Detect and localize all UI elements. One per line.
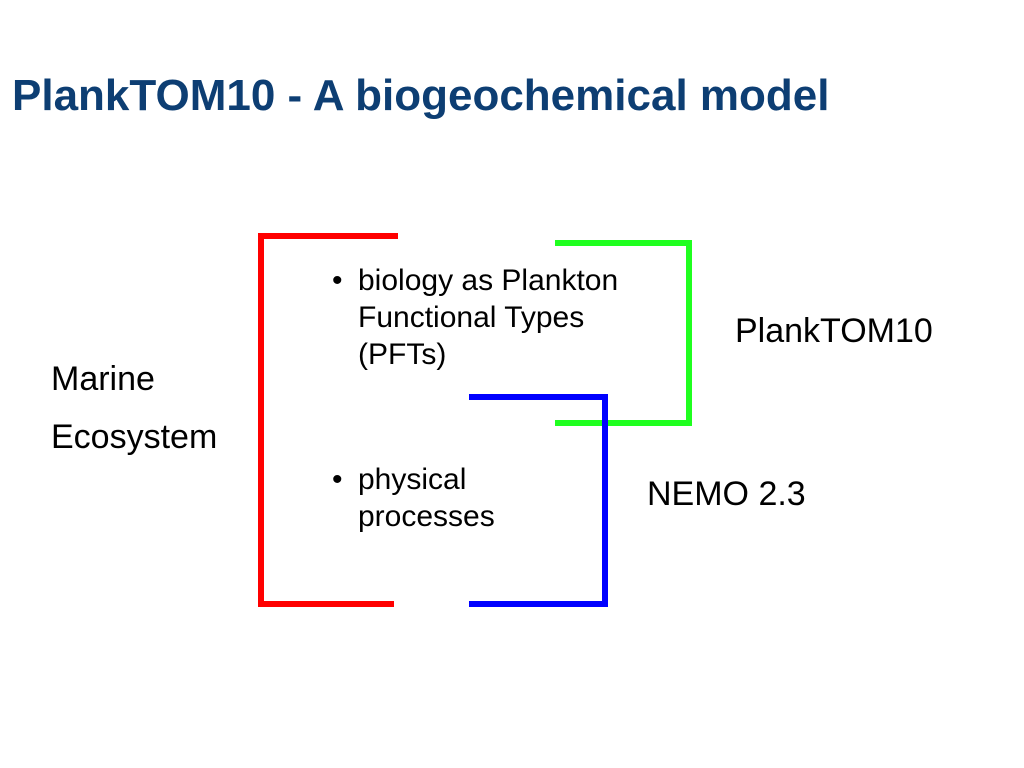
bullet-text-line: processes xyxy=(358,500,495,533)
bullet-item-biology: • biology as Plankton Functional Types (… xyxy=(332,262,672,373)
bullet-text-line: (PFTs) xyxy=(358,338,447,371)
bullet-marker: • xyxy=(332,463,343,496)
green-bracket-planktom10 xyxy=(555,240,692,426)
bullet-text-line: Functional Types xyxy=(358,301,585,334)
bullet-list-physical: • physical processes xyxy=(332,461,572,535)
red-bracket-marine-ecosystem xyxy=(258,233,398,607)
marine-ecosystem-label-line1: Marine xyxy=(51,360,155,398)
planktom10-label: PlankTOM10 xyxy=(735,312,933,350)
blue-bracket-nemo xyxy=(469,394,608,607)
marine-ecosystem-label-line2: Ecosystem xyxy=(51,418,218,456)
red-bracket-end-gap xyxy=(394,601,400,607)
slide-title: PlankTOM10 - A biogeochemical model xyxy=(12,71,830,120)
bullet-marker: • xyxy=(332,264,343,297)
bullet-list-biology: • biology as Plankton Functional Types (… xyxy=(332,262,672,373)
bullet-text-line: physical xyxy=(358,463,467,496)
bullet-text-line: biology as Plankton xyxy=(358,264,619,297)
nemo-label: NEMO 2.3 xyxy=(647,475,806,513)
bullet-item-physical: • physical processes xyxy=(332,461,572,535)
marine-ecosystem-label: Marine Ecosystem xyxy=(51,350,217,466)
